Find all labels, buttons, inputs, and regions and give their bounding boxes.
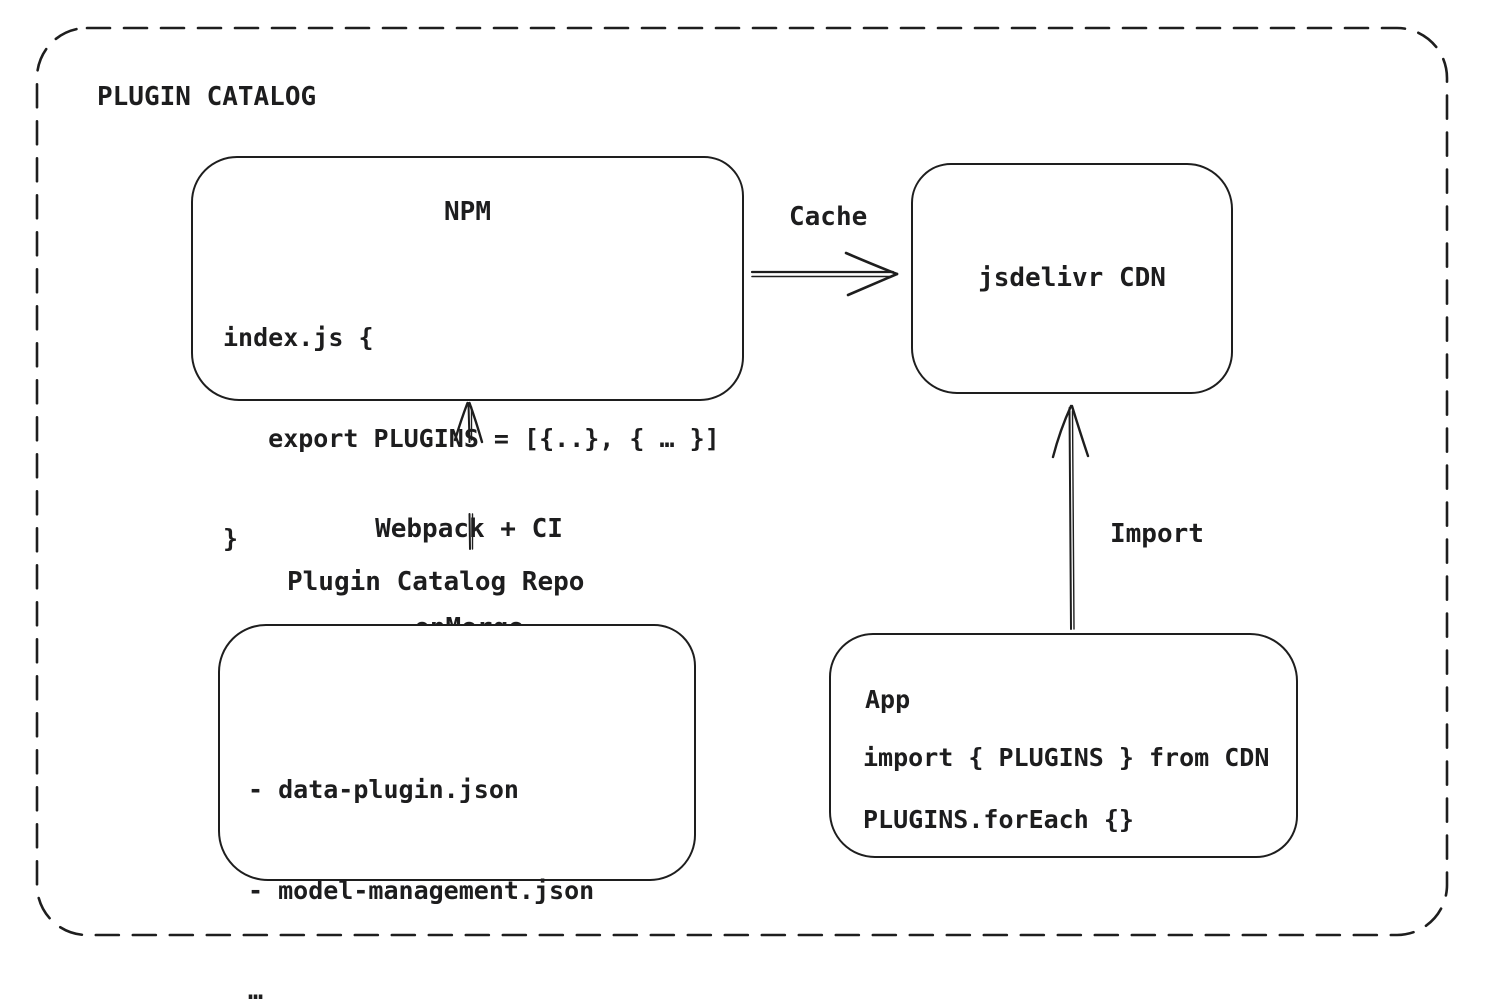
app-code-line: import { PLUGINS } from CDN [863,743,1270,772]
cdn-label: jsdelivr CDN [978,263,1166,293]
repo-item: … [248,976,264,1002]
diagram-title: PLUGIN CATALOG [97,82,317,112]
npm-code-line: } [223,524,239,553]
npm-code-line: export PLUGINS = [{..}, { … }] [223,423,720,453]
app-code-line: PLUGINS.forEach {} [863,805,1134,834]
repo-box: - data-plugin.json - model-management.js… [218,624,696,1002]
npm-code: index.js { export PLUGINS = [{..}, { … }… [223,254,720,623]
npm-title: NPM [444,197,491,227]
app-box: App import { PLUGINS } from CDN PLUGINS.… [829,633,1298,858]
npm-box: NPM index.js { export PLUGINS = [{..}, {… [191,156,744,553]
repo-item: - model-management.json [248,875,595,905]
build-arrow-label-line: Webpack + CI [375,514,563,544]
cache-arrow-label: Cache [789,202,868,232]
cdn-box: jsdelivr CDN [911,163,1233,394]
app-title: App [865,685,911,714]
repo-title: Plugin Catalog Repo [287,567,585,597]
npm-code-line: index.js { [223,323,374,352]
repo-list: - data-plugin.json - model-management.js… [248,706,594,1002]
repo-item: - data-plugin.json [248,775,519,804]
import-arrow [1051,404,1090,630]
import-arrow-label: Import [1110,519,1204,549]
cache-arrow [750,251,899,297]
